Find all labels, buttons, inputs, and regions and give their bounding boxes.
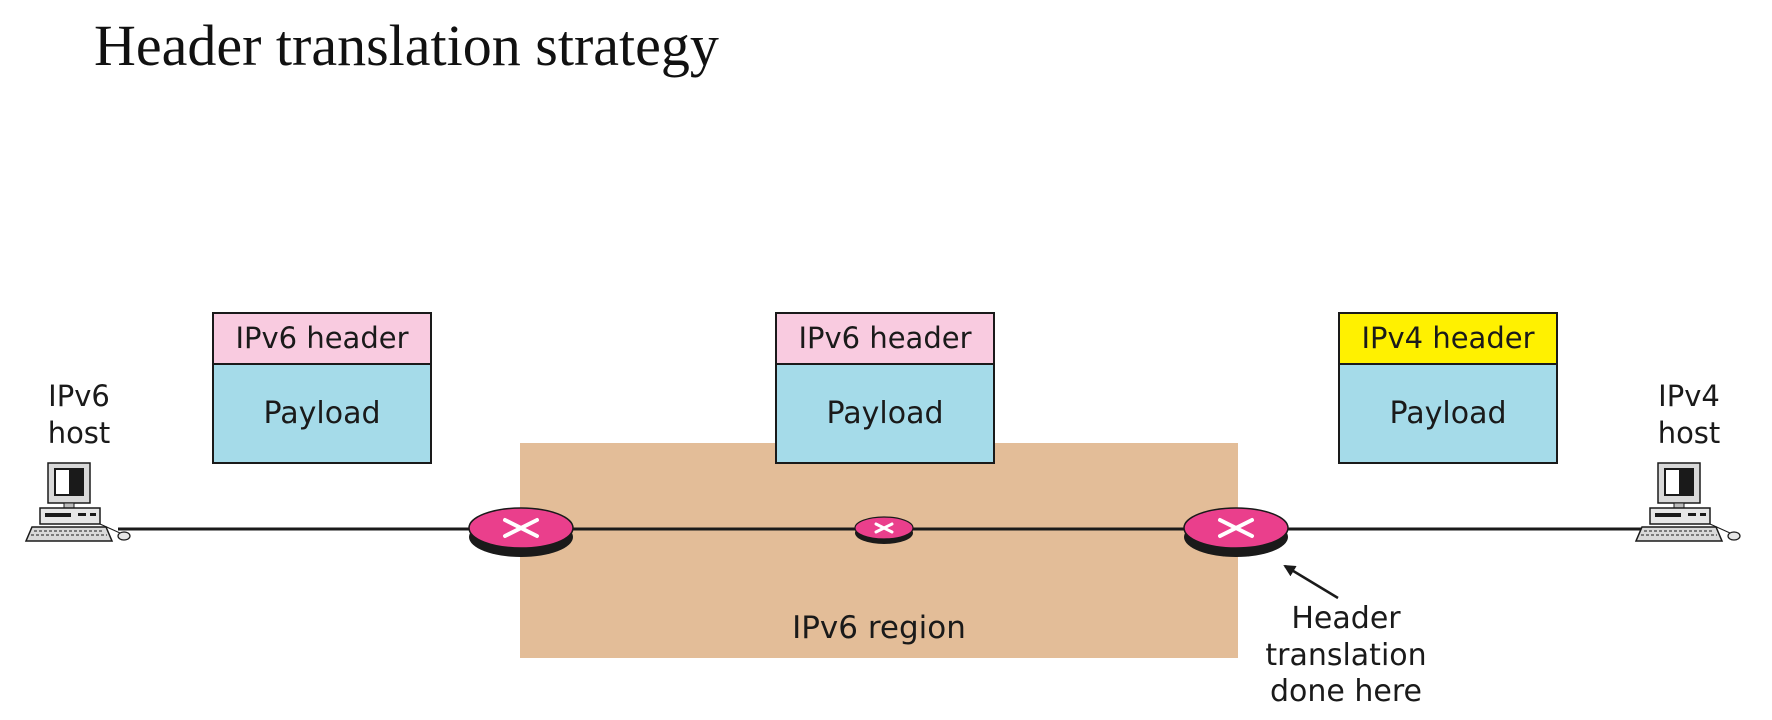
packet-payload: Payload — [1340, 365, 1556, 462]
right-host-label-line2: host — [1657, 415, 1721, 450]
packet-ipv6-left: IPv6 header Payload — [212, 312, 432, 464]
left-host-label: IPv6 host — [34, 378, 124, 452]
page-title: Header translation strategy — [94, 13, 719, 78]
annotation-line3: done here — [1269, 674, 1422, 710]
packet-payload: Payload — [777, 365, 993, 462]
packet-header: IPv6 header — [214, 314, 430, 365]
right-host-label-line1: IPv4 — [1658, 379, 1720, 413]
packet-header: IPv4 header — [1340, 314, 1556, 365]
packet-ipv6-middle: IPv6 header Payload — [775, 312, 995, 464]
region-label: IPv6 region — [792, 610, 966, 646]
router-icon — [1183, 507, 1289, 557]
annotation-arrow — [1283, 564, 1339, 600]
left-host-label-line1: IPv6 — [48, 379, 110, 413]
translation-annotation: Header translation done here — [1241, 601, 1451, 711]
router-icon — [468, 507, 574, 557]
right-host-label: IPv4 host — [1644, 378, 1734, 452]
annotation-line1: Header — [1291, 601, 1401, 636]
packet-header: IPv6 header — [777, 314, 993, 365]
packet-ipv4-right: IPv4 header Payload — [1338, 312, 1558, 464]
desktop-computer-icon — [1634, 462, 1741, 542]
router-icon — [854, 516, 914, 544]
desktop-computer-icon — [24, 462, 131, 542]
packet-payload: Payload — [214, 365, 430, 462]
annotation-line2: translation — [1265, 637, 1427, 673]
ipv6-region — [520, 443, 1238, 658]
left-host-label-line2: host — [47, 415, 111, 450]
